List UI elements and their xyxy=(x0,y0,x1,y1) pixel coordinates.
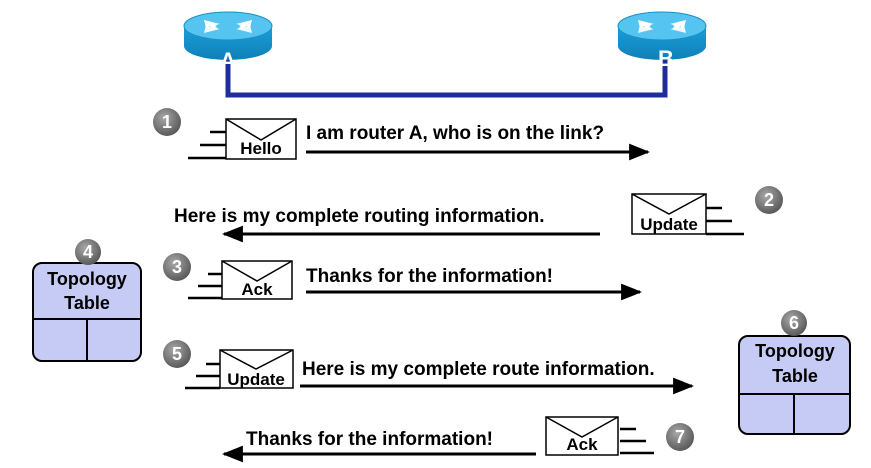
router-b-label: B xyxy=(658,46,674,71)
envelope-icon xyxy=(545,416,619,456)
step-badge-5-number: 5 xyxy=(172,344,182,364)
topology-table-left: Topology Table 4 xyxy=(32,239,142,362)
envelope-icon xyxy=(631,193,707,235)
envelope-label-ack: Ack xyxy=(241,280,273,299)
router-b: B xyxy=(617,11,707,71)
router-arrows-icon xyxy=(204,20,252,33)
step-badge-6 xyxy=(781,310,807,336)
step-2: Here is my complete routing information.… xyxy=(174,186,783,243)
step-badge-4-number: 4 xyxy=(83,242,93,262)
step-badge-2 xyxy=(755,186,783,214)
router-link xyxy=(225,58,668,98)
envelope-icon xyxy=(221,260,293,300)
topology-table-right-subtitle: Table xyxy=(772,366,818,386)
step-badge-7-number: 7 xyxy=(675,427,685,447)
step-badge-3 xyxy=(163,253,191,281)
envelope-label-update: Update xyxy=(227,370,285,389)
step-badge-1-number: 1 xyxy=(162,112,172,132)
topology-table-left-subtitle: Table xyxy=(64,293,110,313)
envelope-label-hello: Hello xyxy=(240,139,282,158)
speed-lines-icon xyxy=(620,427,654,455)
envelope-label-ack: Ack xyxy=(566,435,598,454)
envelope-icon xyxy=(225,118,297,160)
message-text-2: Here is my complete routing information. xyxy=(174,206,545,227)
topology-table-right-title: Topology xyxy=(755,341,835,361)
envelope-icon xyxy=(219,349,294,389)
step-7: Thanks for the information! Ack 7 xyxy=(221,416,694,463)
step-5: 5 Update Here is my complete route infor… xyxy=(163,340,695,395)
router-arrows-icon xyxy=(638,20,686,33)
step-3: 3 Ack Thanks for the information! xyxy=(163,253,643,301)
step-1: 1 Hello I am router A, who is on the lin… xyxy=(153,108,651,161)
message-text-5: Here is my complete route information. xyxy=(302,359,655,380)
step-badge-5 xyxy=(163,340,191,368)
topology-table-right: Topology Table 6 xyxy=(738,310,851,435)
step-badge-6-number: 6 xyxy=(789,313,799,333)
envelope-label-update: Update xyxy=(640,215,698,234)
router-a-label: A xyxy=(220,48,236,73)
speed-lines-icon xyxy=(188,130,226,160)
topology-table-left-title: Topology xyxy=(47,269,127,289)
speed-lines-icon xyxy=(188,272,222,300)
step-badge-1 xyxy=(153,108,181,136)
speed-lines-icon xyxy=(706,206,744,236)
step-badge-7 xyxy=(666,423,694,451)
message-text-1: I am router A, who is on the link? xyxy=(306,123,604,144)
message-text-7: Thanks for the information! xyxy=(246,429,493,450)
step-badge-4 xyxy=(75,239,101,265)
message-text-3: Thanks for the information! xyxy=(306,266,553,287)
router-a: A xyxy=(183,11,273,73)
step-badge-3-number: 3 xyxy=(172,257,182,277)
step-badge-2-number: 2 xyxy=(764,190,774,210)
speed-lines-icon xyxy=(185,362,220,390)
